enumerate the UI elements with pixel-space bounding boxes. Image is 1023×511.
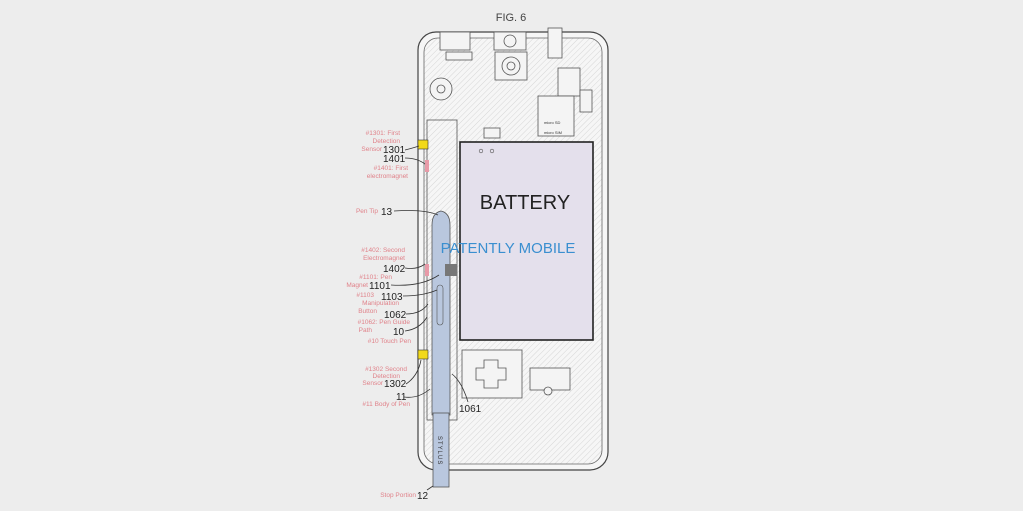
svg-text:1061: 1061: [459, 404, 482, 415]
svg-text:1062: 1062: [384, 310, 407, 321]
svg-text:1103: 1103: [381, 292, 403, 303]
figure-title: FIG. 6: [496, 12, 527, 24]
second-electromagnet: [425, 264, 429, 276]
svg-text:Pen Tip: Pen Tip: [356, 208, 378, 215]
stylus-label: STYLUS: [436, 436, 442, 465]
battery: BATTERY: [459, 141, 594, 341]
svg-text:1401: 1401: [383, 154, 406, 165]
svg-text:1402: 1402: [383, 264, 406, 275]
svg-text:Stop Portion: Stop Portion: [380, 492, 416, 499]
micro-sim-label: micro SIM: [544, 130, 562, 135]
battery-label: BATTERY: [480, 192, 570, 214]
svg-text:1302: 1302: [384, 379, 407, 390]
svg-text:13: 13: [381, 207, 393, 218]
touch-pen: STYLUS: [417, 119, 458, 488]
svg-text:1101: 1101: [369, 281, 391, 292]
second-detection-sensor: [417, 349, 429, 360]
svg-text:10: 10: [393, 327, 405, 338]
first-electromagnet: [425, 160, 429, 172]
micro-sd-label: micro SD: [544, 120, 561, 125]
svg-text:#11 Body of Pen: #11 Body of Pen: [362, 401, 410, 408]
svg-text:#10 Touch Pen: #10 Touch Pen: [368, 338, 412, 345]
first-detection-sensor: [417, 139, 429, 150]
svg-text:12: 12: [417, 491, 429, 502]
svg-text:1301: 1301: [383, 145, 406, 156]
svg-text:11: 11: [396, 392, 407, 403]
watermark: PATENTLY MOBILE: [441, 240, 576, 257]
